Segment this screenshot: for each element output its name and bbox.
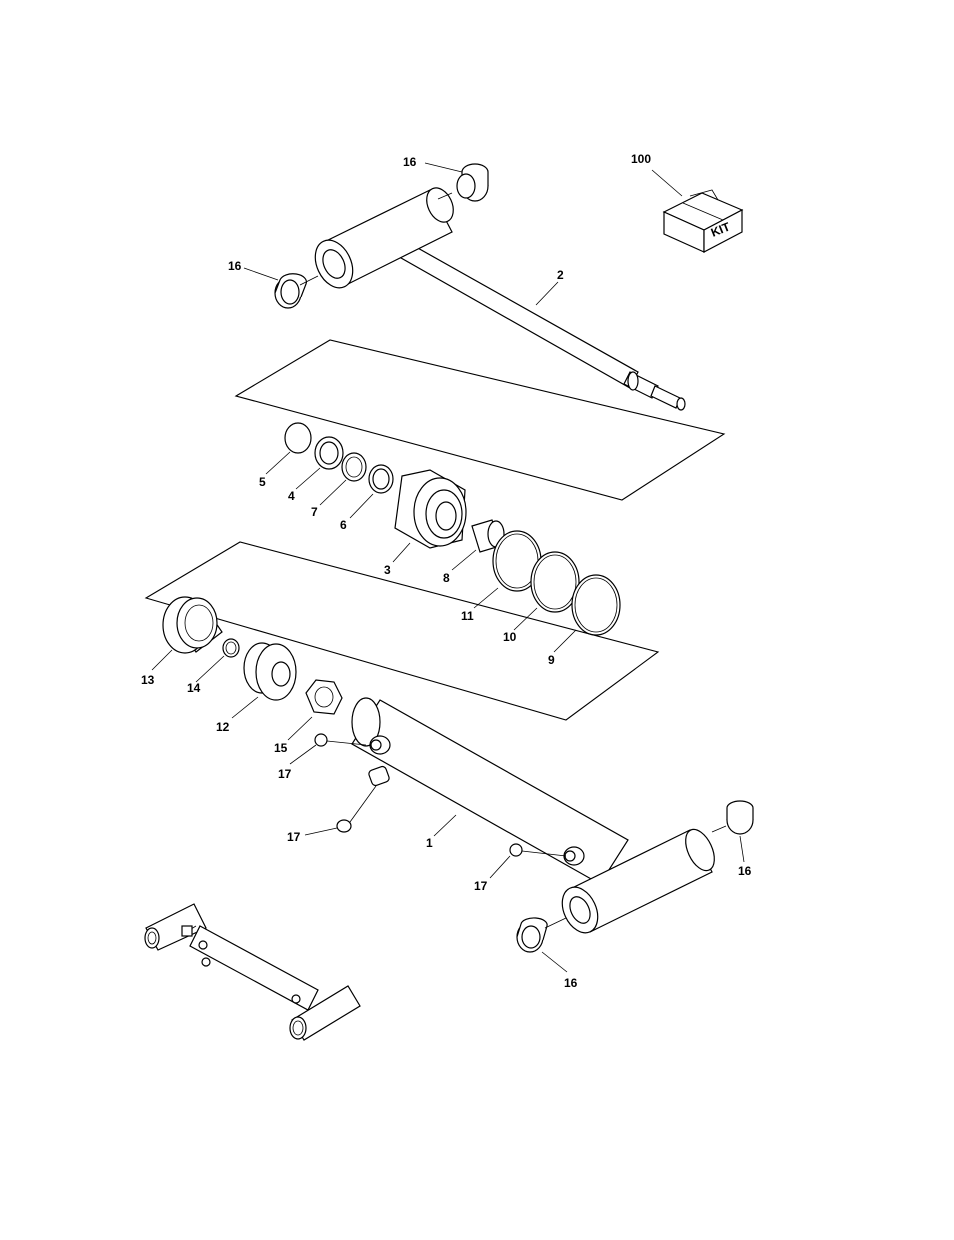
piston-seals [284, 422, 621, 636]
callout-13: 13 [141, 673, 155, 687]
callouts: 100 16 16 2 5 4 7 6 3 8 11 10 9 13 14 12… [141, 152, 752, 990]
callout-9: 9 [548, 653, 555, 667]
callout-7: 7 [311, 505, 318, 519]
callout-16: 16 [564, 976, 578, 990]
head-parts-panel [144, 541, 660, 721]
ring-5 [284, 422, 312, 454]
callout-4: 4 [288, 489, 295, 503]
callout-5: 5 [259, 475, 266, 489]
callout-1: 1 [426, 836, 433, 850]
callout-8: 8 [443, 571, 450, 585]
callout-100: 100 [631, 152, 651, 166]
callout-16: 16 [228, 259, 242, 273]
assembled-view [144, 903, 361, 1041]
callout-12: 12 [216, 720, 230, 734]
callout-16: 16 [738, 864, 752, 878]
head-parts [162, 596, 343, 715]
callout-15: 15 [274, 741, 288, 755]
cylinder-barrel [314, 697, 754, 953]
callout-16: 16 [403, 155, 417, 169]
callout-10: 10 [503, 630, 517, 644]
callout-2: 2 [557, 268, 564, 282]
callout-11: 11 [461, 609, 474, 623]
kit-box-label: KIT [709, 219, 733, 239]
callout-17: 17 [278, 767, 292, 781]
callout-17: 17 [474, 879, 488, 893]
leader-lines [151, 162, 745, 973]
kit-box: KIT [662, 189, 744, 253]
piston-rod [274, 163, 686, 411]
piston-parts-panel [234, 339, 726, 501]
callout-14: 14 [187, 681, 201, 695]
callout-6: 6 [340, 518, 347, 532]
callout-3: 3 [384, 563, 391, 577]
callout-17: 17 [287, 830, 301, 844]
